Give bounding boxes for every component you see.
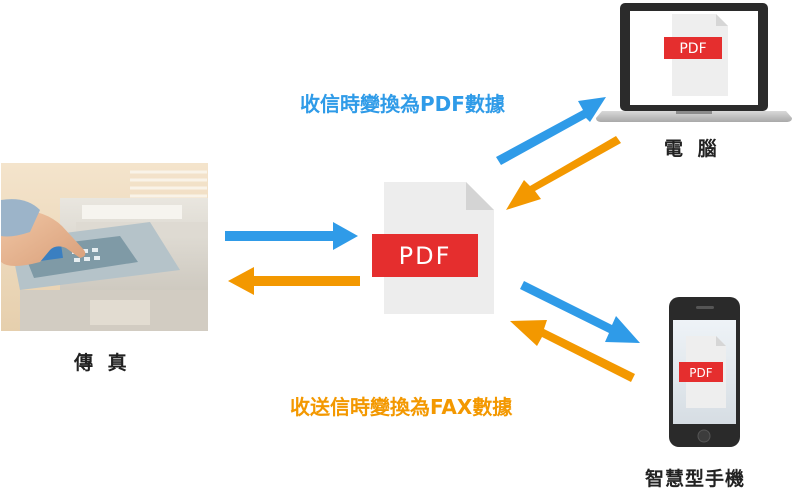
pdf-document-icon: PDF	[372, 182, 494, 314]
fax-machine-photo	[1, 163, 208, 331]
arrow-phone-to-pdf	[510, 320, 635, 382]
arrow-pdf-to-fax	[228, 267, 360, 295]
fax-label: 傳 真	[74, 352, 131, 374]
arrow-pdf-to-phone	[520, 281, 640, 343]
arrow-fax-to-pdf	[225, 222, 358, 250]
window-blinds	[130, 170, 207, 198]
smartphone-label: 智慧型手機	[645, 468, 746, 490]
laptop-pdf-badge: PDF	[679, 41, 706, 57]
phone-pdf-badge: PDF	[689, 366, 712, 380]
send-conversion-caption: 收送信時變換為FAX數據	[290, 395, 513, 419]
arrow-laptop-to-pdf	[506, 136, 621, 210]
computer-label: 電 腦	[664, 138, 721, 160]
arrow-pdf-to-laptop	[496, 97, 606, 165]
smartphone-icon: PDF	[669, 297, 740, 447]
center-pdf-badge: PDF	[399, 242, 452, 270]
receive-conversion-caption: 收信時變換為PDF數據	[300, 92, 505, 116]
laptop-icon: PDF	[596, 3, 792, 122]
